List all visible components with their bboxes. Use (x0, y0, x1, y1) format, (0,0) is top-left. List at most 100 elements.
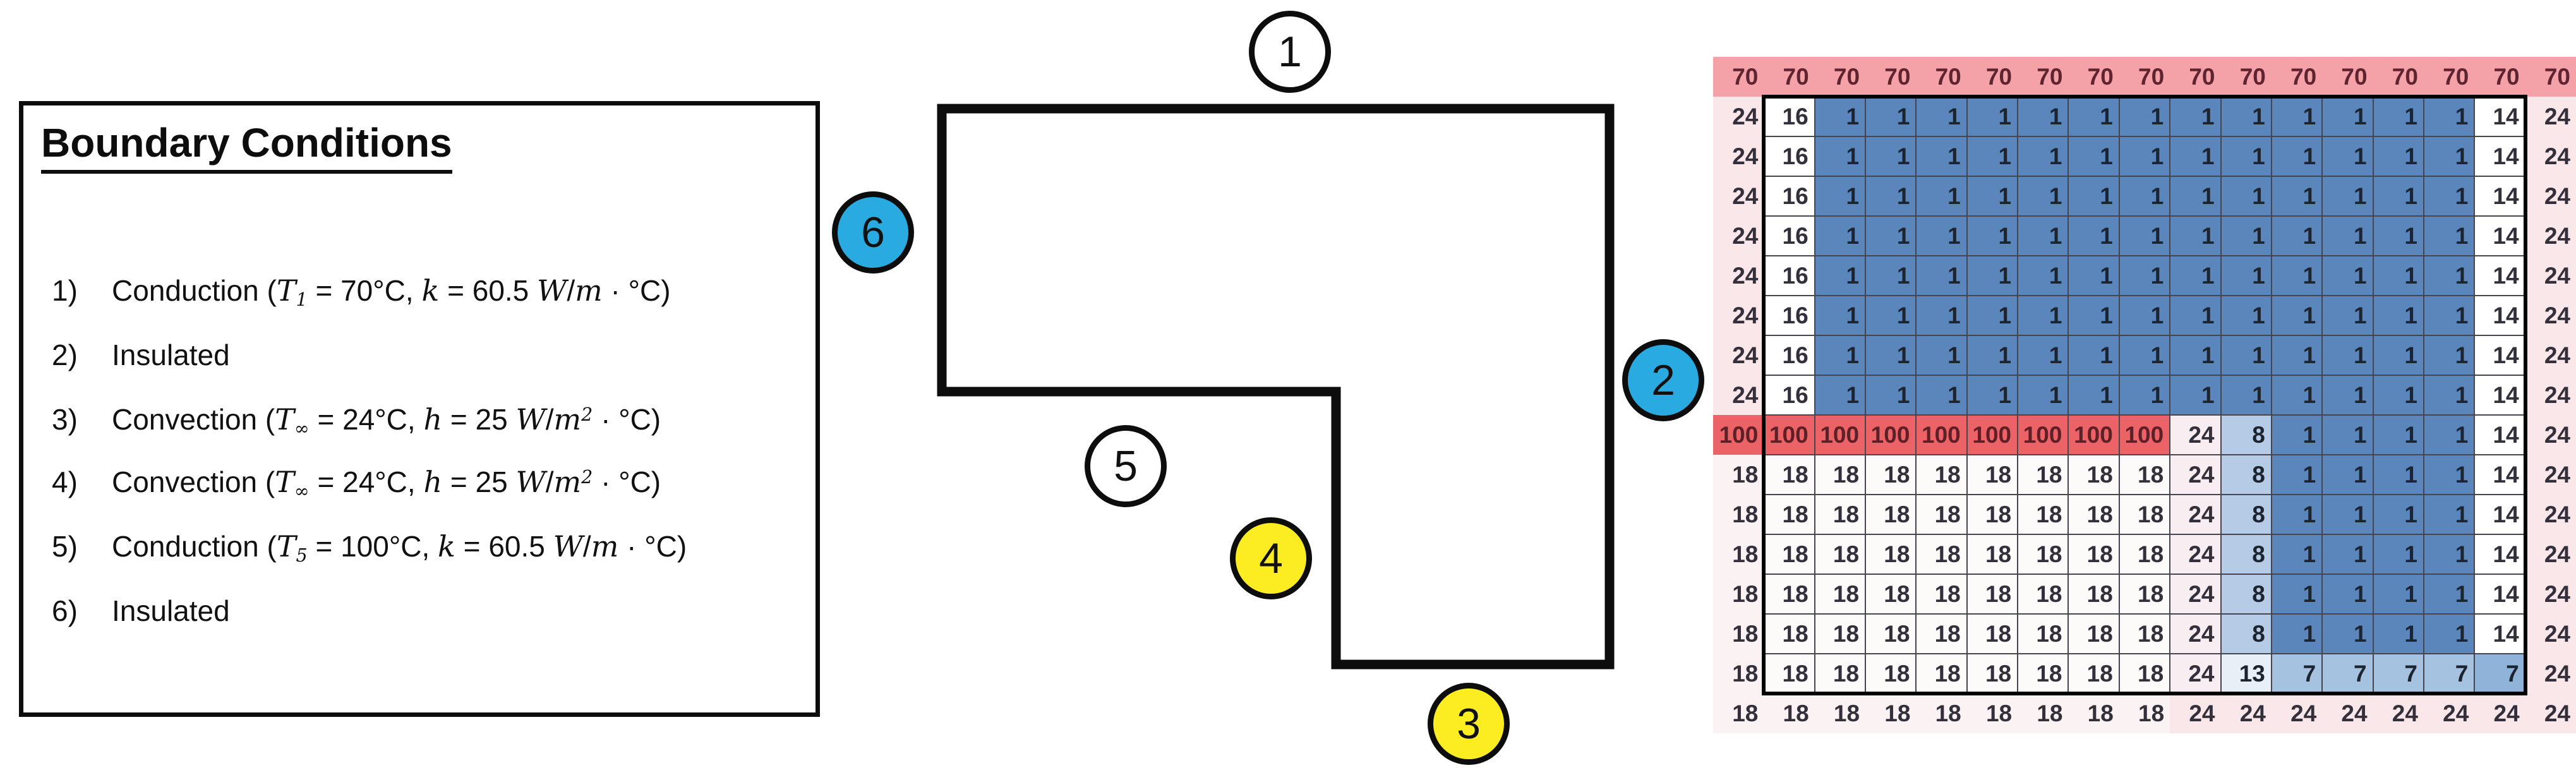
grid-cell: 8 (2220, 614, 2272, 654)
boundary-condition-item: 1)Conduction (T1 = 70°C, k = 60.5 W/m · … (23, 273, 807, 313)
grid-cell: 70 (2068, 57, 2119, 97)
grid-cell: 18 (2018, 654, 2069, 694)
grid-cell: 8 (2220, 455, 2272, 495)
grid-cell: 1 (2271, 415, 2323, 455)
grid-cell: 70 (1713, 57, 1764, 97)
grid-cell: 1 (2373, 574, 2424, 614)
grid-cell: 1 (2423, 97, 2475, 136)
grid-cell: 16 (1764, 176, 1815, 216)
grid-cell: 1 (2068, 296, 2119, 335)
grid-cell: 70 (1764, 57, 1815, 97)
grid-cell: 14 (2474, 534, 2525, 574)
grid-cell: 24 (2170, 455, 2221, 495)
grid-cell: 1 (2322, 415, 2373, 455)
grid-cell: 1 (2423, 256, 2475, 296)
grid-cell: 1 (2018, 335, 2069, 375)
grid-cell: 1 (2018, 256, 2069, 296)
grid-cell: 16 (1764, 296, 1815, 335)
grid-cell: 70 (2373, 57, 2424, 97)
grid-cell: 1 (1916, 296, 1967, 335)
grid-cell: 1 (2220, 97, 2272, 136)
grid-cell: 100 (1814, 415, 1866, 455)
grid-cell: 24 (1713, 296, 1764, 335)
grid-cell: 24 (1713, 375, 1764, 415)
grid-cell: 18 (1966, 455, 2018, 495)
grid-cell: 1 (2220, 375, 2272, 415)
grid-cell: 18 (1966, 694, 2018, 733)
grid-cell: 24 (2170, 614, 2221, 654)
boundary-condition-item: 6)Insulated (23, 594, 807, 633)
grid-cell: 18 (1764, 455, 1815, 495)
grid-cell: 1 (2018, 216, 2069, 256)
grid-cell: 1 (2271, 176, 2323, 216)
grid-cell: 1 (2271, 335, 2323, 375)
grid-cell: 7 (2474, 654, 2525, 694)
grid-cell: 1 (2322, 614, 2373, 654)
item-text: Insulated (112, 339, 230, 371)
grid-cell: 18 (1916, 455, 1967, 495)
grid-cell: 18 (2119, 495, 2170, 534)
grid-cell: 1 (1966, 136, 2018, 176)
grid-cell: 24 (2525, 176, 2576, 216)
grid-cell: 18 (2068, 574, 2119, 614)
grid-cell: 7 (2322, 654, 2373, 694)
grid-cell: 18 (1865, 614, 1917, 654)
grid-cell: 1 (2423, 216, 2475, 256)
grid-cell: 18 (1916, 694, 1967, 733)
grid-cell: 18 (1764, 495, 1815, 534)
grid-cell: 1 (2271, 296, 2323, 335)
grid-cell: 1 (1814, 176, 1866, 216)
grid-cell: 1 (2373, 176, 2424, 216)
grid-cell: 18 (1865, 495, 1917, 534)
grid-cell: 70 (2271, 57, 2323, 97)
grid-cell: 1 (2018, 296, 2069, 335)
grid-cell: 1 (2423, 176, 2475, 216)
grid-cell: 24 (2525, 97, 2576, 136)
grid-cell: 24 (2373, 694, 2424, 733)
item-number: 4) (52, 466, 78, 498)
grid-cell: 1 (2423, 534, 2475, 574)
grid-cell: 7 (2271, 654, 2323, 694)
grid-cell: 70 (2474, 57, 2525, 97)
grid-cell: 1 (2322, 455, 2373, 495)
grid-cell: 1 (1865, 335, 1917, 375)
grid-cell: 1 (1865, 256, 1917, 296)
grid-cell: 1 (2322, 534, 2373, 574)
grid-cell: 18 (1764, 694, 1815, 733)
grid-cell: 18 (2119, 694, 2170, 733)
grid-cell: 1 (1966, 256, 2018, 296)
grid-cell: 13 (2220, 654, 2272, 694)
grid-cell: 18 (2018, 534, 2069, 574)
grid-cell: 1 (2373, 136, 2424, 176)
grid-cell: 1 (1916, 335, 1967, 375)
grid-cell: 1 (2423, 335, 2475, 375)
grid-cell: 18 (2119, 614, 2170, 654)
grid-cell: 100 (2068, 415, 2119, 455)
grid-cell: 18 (1865, 534, 1917, 574)
grid-cell: 18 (2018, 495, 2069, 534)
grid-cell: 18 (2119, 654, 2170, 694)
boundary-label-circle-2: 2 (1622, 339, 1704, 421)
grid-cell: 18 (2119, 534, 2170, 574)
panel-title: Boundary Conditions (41, 119, 452, 174)
grid-cell: 18 (1713, 495, 1764, 534)
grid-cell: 18 (1713, 614, 1764, 654)
grid-cell: 1 (1966, 296, 2018, 335)
grid-cell: 1 (1966, 176, 2018, 216)
grid-cell: 1 (1916, 216, 1967, 256)
grid-cell: 1 (2271, 455, 2323, 495)
grid-cell: 70 (2525, 57, 2576, 97)
grid-cell: 70 (2119, 57, 2170, 97)
grid-cell: 1 (1814, 335, 1866, 375)
grid-cell: 18 (1764, 654, 1815, 694)
grid-cell: 24 (2525, 296, 2576, 335)
grid-cell: 18 (1916, 495, 1967, 534)
grid-cell: 1 (1865, 296, 1917, 335)
grid-cell: 1 (2271, 534, 2323, 574)
grid-cell: 1 (2373, 415, 2424, 455)
grid-cell: 1 (2322, 97, 2373, 136)
grid-cell: 1 (2322, 136, 2373, 176)
grid-cell: 18 (2018, 455, 2069, 495)
grid-cell: 18 (1865, 574, 1917, 614)
boundary-conditions-panel: Boundary Conditions 1)Conduction (T1 = 7… (19, 101, 820, 717)
